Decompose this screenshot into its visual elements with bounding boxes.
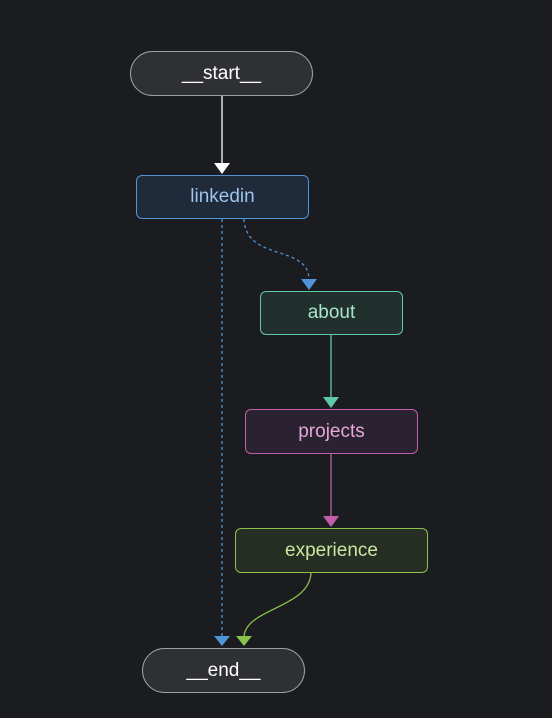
- node-experience-label: experience: [285, 539, 378, 561]
- node-about-label: about: [307, 302, 356, 323]
- arrowhead-linkedin-to-about: [301, 279, 317, 290]
- node-experience[interactable]: experience: [235, 528, 428, 573]
- edge-linkedin-to-about: [243, 218, 310, 280]
- node-end[interactable]: __end__: [142, 648, 305, 693]
- edge-experience-to-end: [243, 572, 312, 637]
- arrowhead-linkedin-to-end: [214, 636, 230, 646]
- node-about[interactable]: about: [260, 291, 403, 335]
- node-linkedin[interactable]: linkedin: [136, 175, 309, 219]
- node-start[interactable]: __start__: [130, 51, 313, 96]
- node-end-label: __end__: [186, 659, 261, 681]
- arrowhead-about-to-projects: [323, 397, 339, 408]
- node-projects-label: projects: [298, 420, 365, 442]
- arrowhead-projects-to-experience: [323, 516, 339, 527]
- node-projects[interactable]: projects: [245, 409, 418, 454]
- arrowhead-start-to-linkedin: [214, 163, 230, 174]
- arrowhead-experience-to-end: [236, 636, 252, 646]
- node-linkedin-label: linkedin: [190, 186, 255, 207]
- node-start-label: __start__: [181, 62, 262, 84]
